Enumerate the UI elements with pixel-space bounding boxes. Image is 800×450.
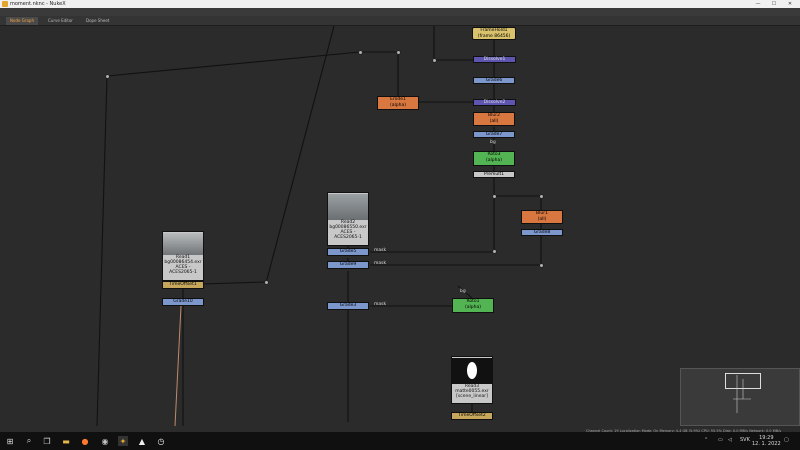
panel-tab-bar: Node Graph Curve Editor Dope Sheet [0, 16, 800, 26]
dot-node[interactable] [357, 49, 363, 55]
grade7-node[interactable]: Grade7 [473, 131, 515, 138]
dot-node[interactable] [538, 262, 544, 268]
dissolve1-node[interactable]: Dissolve1 [473, 56, 516, 63]
dot-node[interactable] [491, 248, 497, 254]
timeoffset2-node[interactable]: TimeOffset2 [451, 412, 493, 420]
close-button[interactable]: ✕ [787, 1, 793, 7]
language-indicator[interactable]: SVK [740, 437, 750, 443]
taskbar-clock[interactable]: 19:29 12. 1. 2022 [752, 435, 781, 447]
dot-node[interactable] [395, 49, 401, 55]
mask-input-label: mask [374, 302, 387, 307]
node-graph-canvas[interactable]: FrameHold1 (frame 86456) Dissolve1 Grade… [0, 26, 800, 426]
dot-node[interactable] [538, 193, 544, 199]
firefox-icon[interactable]: ● [81, 436, 89, 446]
grade5-node[interactable]: Grade5 [327, 248, 369, 256]
timeoffset1-node[interactable]: TimeOffset1 [162, 281, 204, 289]
minimize-button[interactable]: — [755, 1, 761, 7]
tab-curve-editor[interactable]: Curve Editor [48, 18, 73, 23]
roto1-node[interactable]: Roto1 (alpha) [452, 298, 494, 313]
node-graph-minimap[interactable] [680, 368, 800, 426]
dot-node[interactable] [431, 57, 437, 63]
dissolve2-node[interactable]: Dissolve2 [473, 99, 516, 106]
read3-node[interactable]: Read3 matte0055.exr [scene_linear] [451, 356, 493, 404]
dot-node[interactable] [263, 279, 269, 285]
dot-node[interactable] [104, 73, 110, 79]
minimap-nodes [733, 375, 751, 413]
node-wires [96, 26, 542, 426]
task-view-icon[interactable]: ❐ [43, 436, 51, 446]
erode1-node[interactable]: Erode1 (alpha) [377, 96, 419, 110]
read2-node[interactable]: Read2 bg00086550.exr ACES - ACES2065-1 [327, 192, 369, 246]
read3-thumbnail [452, 358, 492, 384]
tab-node-graph[interactable]: Node Graph [6, 17, 38, 25]
davinci-resolve-icon[interactable]: ◉ [101, 436, 109, 446]
grade10-node[interactable]: Grade10 [162, 298, 204, 306]
blur1-node[interactable]: Blur1 (all) [521, 210, 563, 224]
grade6-node[interactable]: Grade6 [473, 77, 515, 84]
framehold-node[interactable]: FrameHold1 (frame 86456) [472, 27, 516, 40]
inkscape-icon[interactable]: ▲ [138, 436, 146, 446]
windows-taskbar: ⊞ ⌕ ❐ ▬ ● ◉ ✦ ▲ ◷ ⌃ ▭ ◁ SVK 19:29 12. 1.… [0, 432, 800, 450]
network-icon[interactable]: ▭ [718, 437, 723, 443]
read1-thumbnail [163, 233, 203, 255]
read1-node[interactable]: Read1 bg00086454.exr ACES - ACES2065-1 [162, 231, 204, 281]
windows-start-icon[interactable]: ⊞ [6, 436, 14, 446]
blur2-node[interactable]: Blur2 (all) [473, 112, 515, 126]
nuke-app-icon [2, 1, 8, 7]
bg-input-label: bg [460, 289, 466, 294]
read2-thumbnail [328, 194, 368, 220]
volume-icon[interactable]: ◁ [728, 437, 732, 443]
clock-app-icon[interactable]: ◷ [157, 436, 165, 446]
title-bar: moment.nknc - NukeX — ☐ ✕ [0, 0, 800, 8]
status-line: Channel Count: 19 Localization Mode: On … [586, 429, 782, 433]
maximize-button[interactable]: ☐ [771, 1, 777, 7]
matte-shape [467, 362, 477, 379]
dot-node[interactable] [491, 193, 497, 199]
bg-input-label: bg [490, 140, 496, 145]
mask-input-label: mask [374, 248, 387, 253]
file-explorer-icon[interactable]: ▬ [62, 436, 70, 446]
tab-dope-sheet[interactable]: Dope Sheet [86, 18, 110, 23]
premult1-node[interactable]: Premult1 [473, 171, 515, 178]
grade9-node[interactable]: Grade9 [327, 261, 369, 269]
grade3-node[interactable]: Grade3 [327, 302, 369, 310]
menu-bar: File Edit Workspace Viewer Render Cache … [0, 8, 800, 24]
tray-chevron-icon[interactable]: ⌃ [704, 437, 709, 443]
nuke-icon[interactable]: ✦ [118, 436, 128, 446]
search-icon[interactable]: ⌕ [26, 436, 32, 445]
grade8-node[interactable]: Grade8 [521, 229, 563, 236]
roto3-node[interactable]: Roto3 (alpha) [473, 151, 515, 166]
notifications-icon[interactable]: ▢ [784, 437, 789, 443]
window-title: moment.nknc - NukeX [10, 1, 66, 7]
mask-input-label: mask [374, 261, 387, 266]
